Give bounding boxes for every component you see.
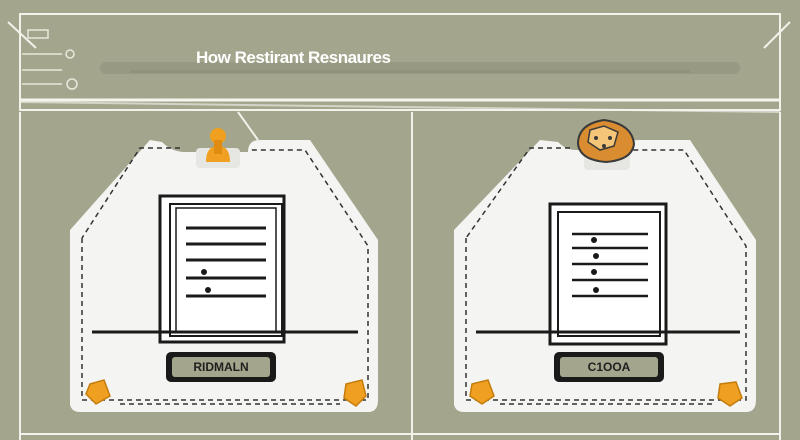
cookie-icon <box>576 118 636 164</box>
connector-line <box>237 111 259 141</box>
coin-icon <box>717 381 743 407</box>
document-icon <box>548 202 668 346</box>
coin-icon <box>469 379 495 405</box>
left-panel-label: RIDMALN <box>193 360 249 374</box>
left-label-box <box>166 352 276 382</box>
header-bar <box>7 13 791 113</box>
coin-icon <box>343 379 367 407</box>
right-label-box <box>554 352 664 382</box>
menu-icon[interactable] <box>22 29 78 90</box>
page-title: How Restirant Resnaures <box>196 48 391 67</box>
left-corner-icons <box>85 379 367 407</box>
person-icon <box>206 128 230 162</box>
right-corner-icons <box>469 379 743 407</box>
coin-icon <box>85 379 111 405</box>
right-panel-label: C1OOA <box>587 360 631 374</box>
frame-lines <box>19 112 781 440</box>
document-icon <box>158 194 286 344</box>
